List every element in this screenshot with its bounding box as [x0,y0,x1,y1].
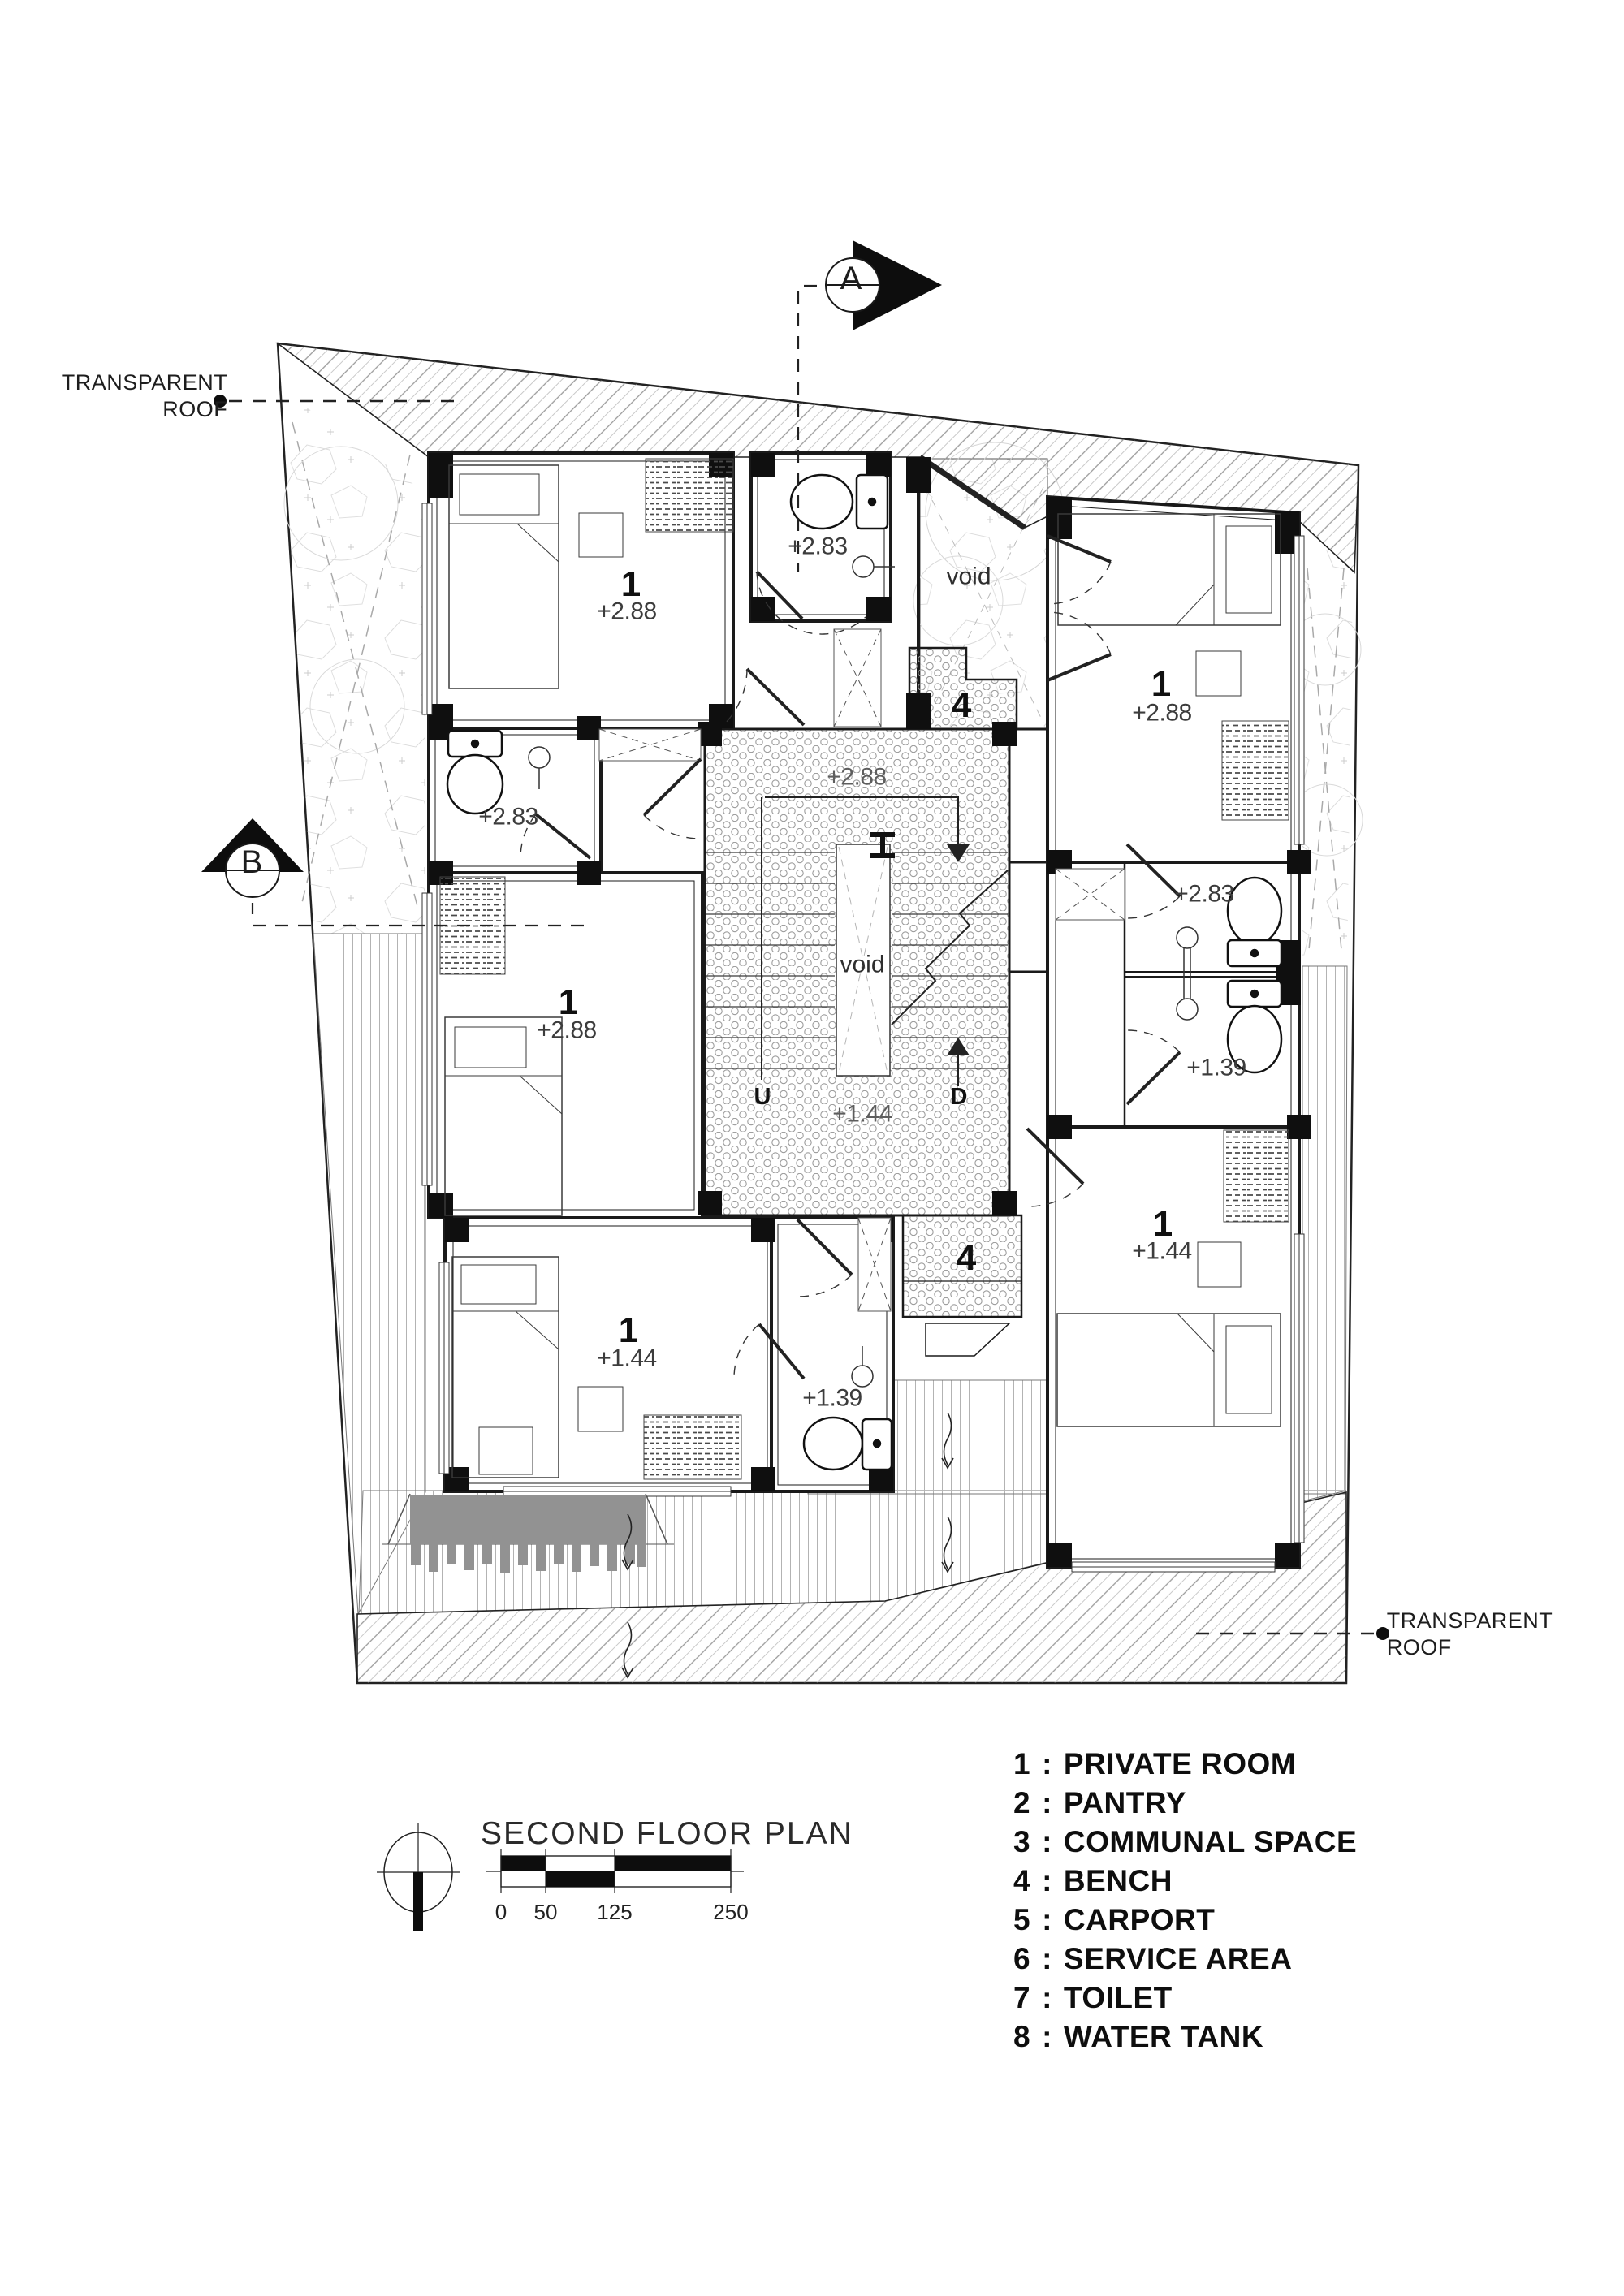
legend-num: 4 [1013,1864,1031,1897]
legend-sep: : [1042,1864,1052,1897]
beds [444,464,1281,1478]
toilet-right-upper-level: +2.83 [1174,880,1234,908]
stair-lower-level: +1.44 [832,1100,892,1128]
legend-name: WATER TANK [1063,2020,1264,2053]
room-bl-number: 1 [618,1310,639,1350]
roof-leader-top [214,395,455,408]
transparent-roof-label-top: TRANSPARENT ROOF [62,369,228,423]
legend-item-private-room: 1: PRIVATE ROOM [1013,1747,1357,1786]
legend-name: COMMUNAL SPACE [1063,1825,1358,1858]
toilet-left-level: +2.83 [478,803,538,831]
legend-sep: : [1042,2020,1052,2053]
legend-item-toilet: 7: TOILET [1013,1981,1357,2020]
legend-name: TOILET [1063,1981,1173,2014]
toilet-bottom-level: +1.39 [802,1384,862,1412]
north-arrow [377,1823,460,1931]
section-a-letter: A [840,261,862,296]
bench-bottom-number: 4 [956,1237,977,1278]
section-a-marker [797,240,942,572]
toilet-right-lower-level: +1.39 [1186,1054,1246,1081]
section-b-marker [201,818,587,927]
legend-num: 3 [1013,1825,1031,1858]
room-left-number: 1 [558,982,579,1022]
scale-tick-125: 125 [597,1900,633,1924]
transparent-roof-line1: TRANSPARENT [1386,1608,1553,1633]
legend-name: SERVICE AREA [1063,1942,1293,1975]
legend-item-water-tank: 8: WATER TANK [1013,2020,1357,2059]
windows [421,503,1305,1573]
toilet-fixtures [446,473,1283,1471]
transparent-roof-line1: TRANSPARENT [61,370,228,395]
legend-num: 8 [1013,2020,1031,2053]
room-bl-level: +1.44 [597,1344,657,1372]
landscape-right-strip [1289,526,1363,966]
transparent-roof-line2: ROOF [162,397,228,421]
section-b-letter: B [240,844,263,880]
page-title: SECOND FLOOR PLAN [481,1816,853,1851]
transparent-roof-line2: ROOF [1386,1635,1452,1659]
legend-sep: : [1042,1981,1052,2014]
legend-sep: : [1042,1747,1052,1780]
stair-up-label: U [754,1083,771,1110]
legend-name: BENCH [1063,1864,1173,1897]
legend-name: CARPORT [1063,1903,1216,1936]
room-br-level: +1.44 [1132,1237,1192,1265]
legend-name: PANTRY [1063,1786,1186,1819]
legend-num: 1 [1013,1747,1031,1780]
legend-item-carport: 5: CARPORT [1013,1903,1357,1942]
bench-bottom [901,1214,1023,1357]
legend-num: 7 [1013,1981,1031,2014]
scale-tick-0: 0 [495,1900,508,1924]
shower-heads [528,555,1199,1388]
stair-core [703,727,1011,1217]
void-top-label: void [946,563,991,590]
room-tl-level: +2.88 [597,598,657,625]
doors [520,534,1181,1380]
wardrobes [439,458,1289,1480]
stair-down-label: D [950,1083,968,1110]
scale-bar [486,1849,744,1893]
room-tl-number: 1 [620,563,641,604]
legend-item-bench: 4: BENCH [1013,1864,1357,1903]
roof-leader-bottom [1196,1627,1389,1640]
legend-item-communal-space: 3: COMMUNAL SPACE [1013,1825,1357,1864]
legend-item-pantry: 2: PANTRY [1013,1786,1357,1825]
legend-name: PRIVATE ROOM [1063,1747,1297,1780]
transparent-roof-label-bottom: TRANSPARENT ROOF [1387,1608,1553,1661]
legend-item-service-area: 6: SERVICE AREA [1013,1942,1357,1981]
legend-num: 6 [1013,1942,1031,1975]
room-br-number: 1 [1152,1203,1173,1244]
transparent-roof-bottom [356,1491,1347,1684]
legend-sep: : [1042,1825,1052,1858]
grass-planter [382,1493,674,1573]
stair-upper-level: +2.88 [827,763,887,791]
landscape-left-strip [282,390,425,934]
legend: 1: PRIVATE ROOM 2: PANTRY 3: COMMUNAL SPACE… [1013,1747,1357,2059]
legend-num: 2 [1013,1786,1031,1819]
legend-sep: : [1042,1786,1052,1819]
bench-top-number: 4 [951,684,972,725]
room-left-level: +2.88 [537,1016,597,1044]
toilet-top-level: +2.83 [788,533,848,560]
legend-sep: : [1042,1903,1052,1936]
legend-sep: : [1042,1942,1052,1975]
scale-tick-50: 50 [533,1900,558,1924]
legend-num: 5 [1013,1903,1031,1936]
scale-tick-250: 250 [713,1900,749,1924]
room-tr-level: +2.88 [1132,699,1192,727]
cabinets-x [598,628,1125,1312]
drainage-arrows [621,1412,954,1679]
void-stair-label: void [840,951,885,978]
room-tr-number: 1 [1151,663,1172,704]
